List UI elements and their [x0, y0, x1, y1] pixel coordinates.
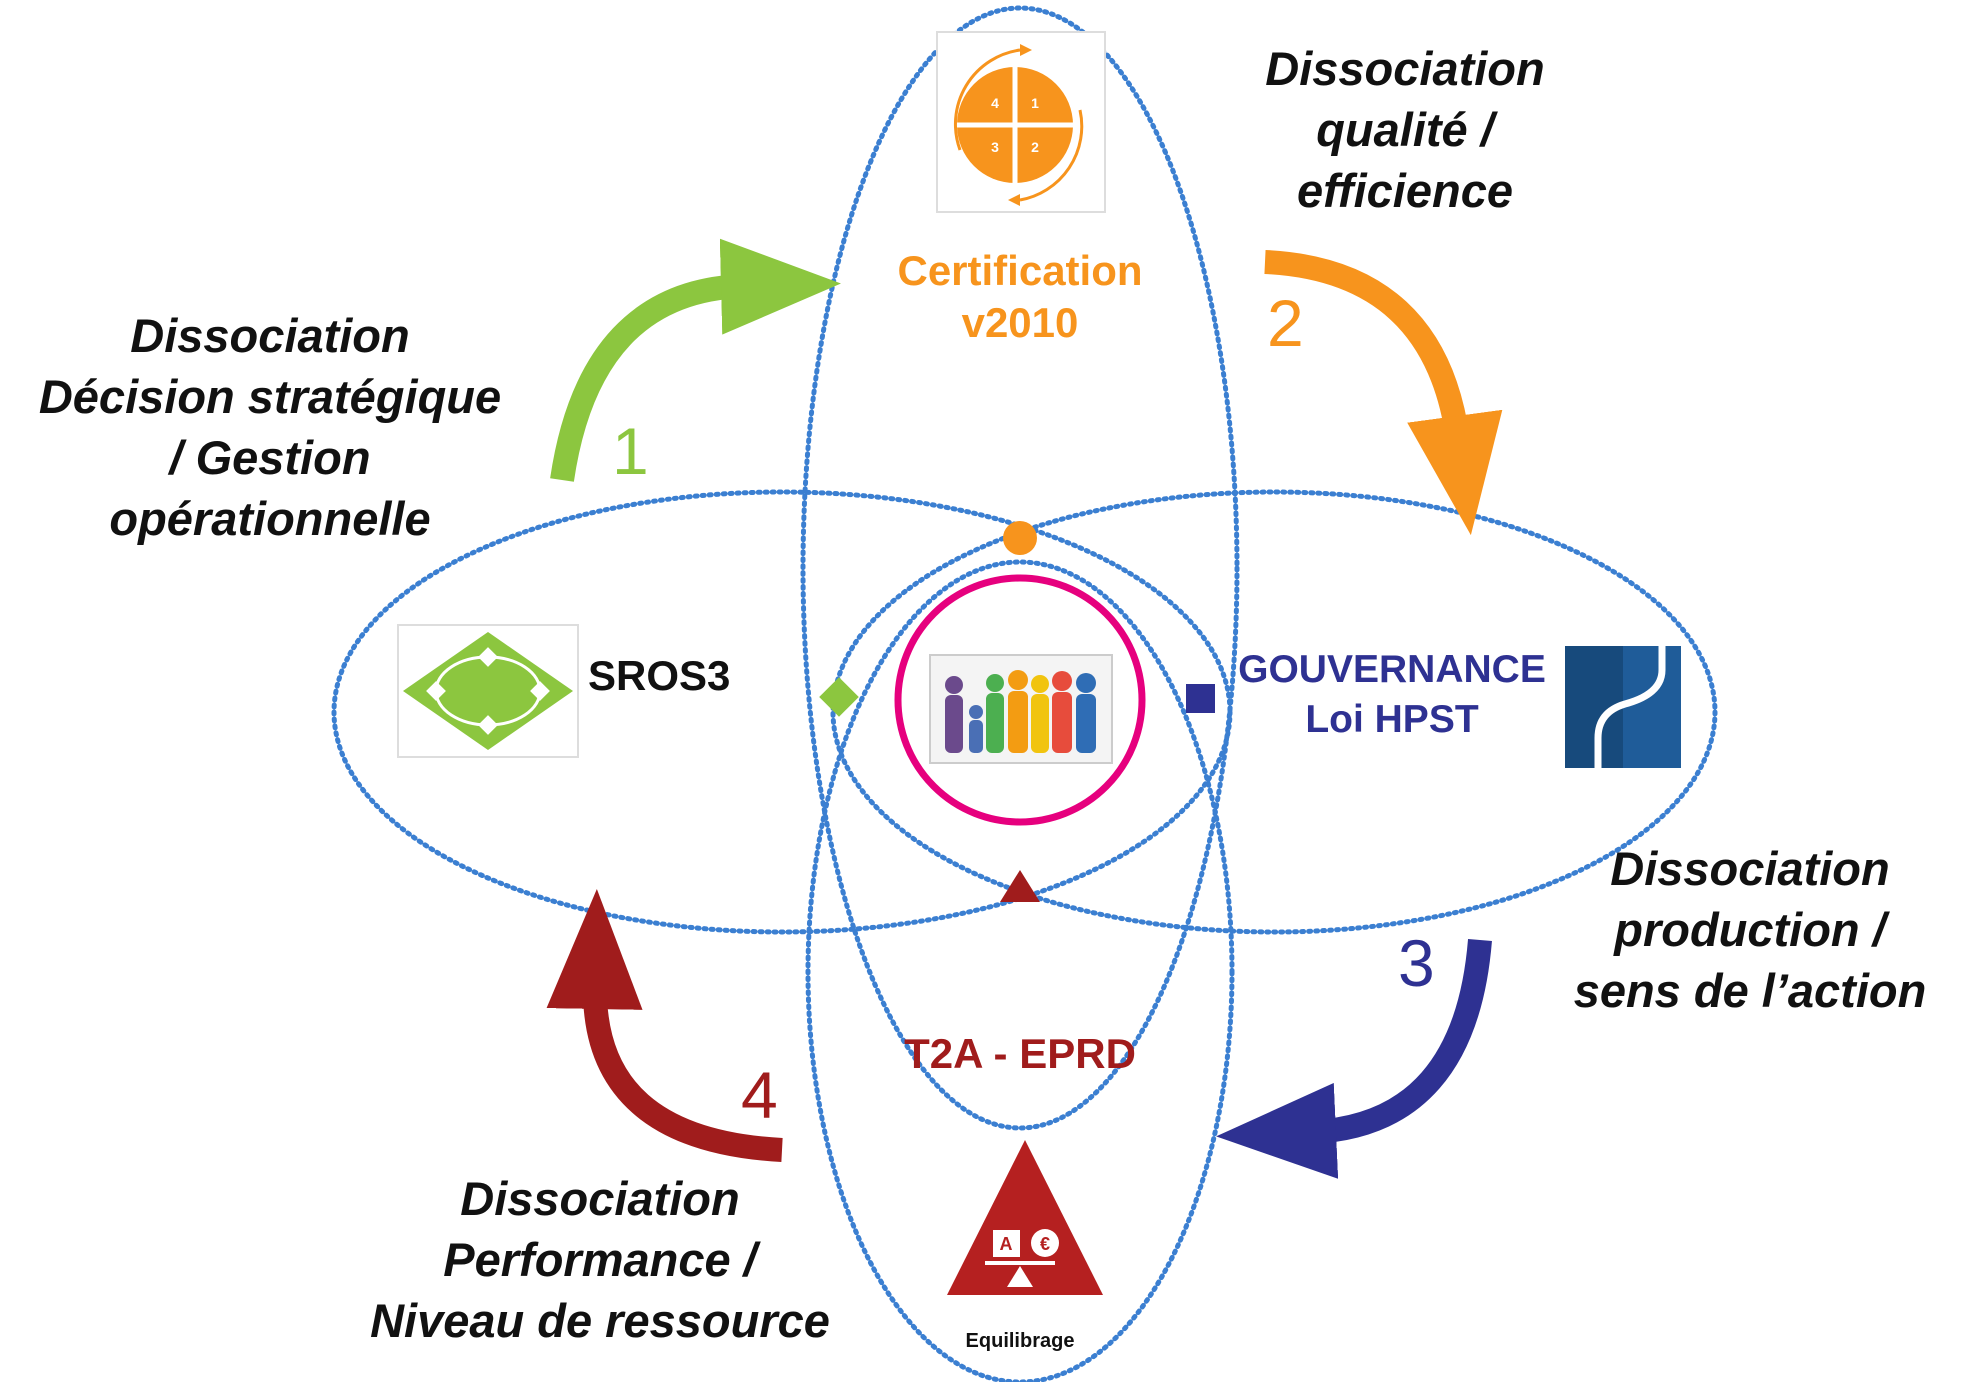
label-step-3-line-1: Dissociation — [1610, 842, 1890, 895]
step-number-1: 1 — [612, 414, 649, 488]
title-certification-line-1: Certification — [897, 247, 1143, 294]
circle-marker — [1003, 521, 1037, 555]
people-group-icon — [894, 574, 1146, 826]
label-step-2-line-1: Dissociation — [1265, 42, 1545, 95]
pdca-digit-1: 1 — [1031, 95, 1039, 111]
label-step-1-line-1: Dissociation — [130, 309, 410, 362]
diamond-marker — [819, 677, 859, 717]
label-step-4: Dissociation Performance / Niveau de res… — [305, 1168, 895, 1351]
label-step-3: Dissociation production / sens de l’acti… — [1530, 838, 1970, 1021]
ellipse-top — [800, 5, 1240, 1131]
title-gouvernance: GOUVERNANCE Loi HPST — [1222, 645, 1562, 745]
ellipse-right — [830, 489, 1718, 935]
label-step-1-line-4: opérationnelle — [109, 492, 431, 545]
pdca-digit-3: 3 — [991, 139, 999, 155]
title-gouvernance-line-2: Loi HPST — [1305, 698, 1479, 741]
pdca-cycle-icon: 4 1 3 2 — [936, 31, 1106, 213]
label-step-2-line-2: qualité / — [1316, 103, 1494, 156]
caption-equilibrage-text: Equilibrage — [965, 1330, 1075, 1352]
title-certification: Certification v2010 — [880, 245, 1160, 349]
triangle-marker — [1000, 870, 1040, 902]
label-step-1: Dissociation Décision stratégique / Gest… — [0, 305, 540, 549]
square-marker — [1186, 684, 1215, 713]
network-diamond-icon — [397, 624, 579, 758]
caption-equilibrage: Equilibrage — [935, 1328, 1105, 1354]
title-sros3-line-1: SROS3 — [588, 652, 731, 699]
title-t2a-eprd: T2A - EPRD — [880, 1028, 1160, 1080]
step-number-3: 3 — [1398, 926, 1435, 1000]
arrow-step-3 — [1216, 939, 1492, 1179]
balance-letter-euro: € — [1040, 1234, 1050, 1254]
label-step-4-line-2: Performance / — [443, 1233, 757, 1286]
arrow-step-4 — [546, 889, 783, 1162]
step-number-4: 4 — [741, 1058, 778, 1132]
label-step-3-line-3: sens de l’action — [1573, 964, 1927, 1017]
pdca-digit-2: 2 — [1031, 139, 1039, 155]
arrow-step-2 — [1264, 250, 1503, 536]
label-step-4-line-1: Dissociation — [460, 1172, 740, 1225]
ellipse-bottom — [805, 559, 1235, 1382]
ellipse-left — [331, 489, 1233, 935]
title-t2a-eprd-line-1: T2A - EPRD — [904, 1030, 1136, 1077]
title-gouvernance-line-1: GOUVERNANCE — [1238, 648, 1546, 691]
label-step-2-line-3: efficience — [1297, 164, 1513, 217]
label-step-3-line-2: production / — [1614, 903, 1886, 956]
label-step-2: Dissociation qualité / efficience — [1205, 38, 1605, 221]
pdca-digit-4: 4 — [991, 95, 999, 111]
title-sros3: SROS3 — [588, 650, 778, 702]
curve-logo-icon — [1565, 646, 1681, 768]
label-step-1-line-3: / Gestion — [169, 431, 371, 484]
arrow-step-1 — [550, 238, 841, 482]
label-step-1-line-2: Décision stratégique — [38, 370, 502, 423]
title-certification-line-2: v2010 — [961, 299, 1079, 346]
label-step-4-line-3: Niveau de ressource — [370, 1294, 830, 1347]
balance-letter-a: A — [1000, 1234, 1013, 1254]
step-number-2: 2 — [1267, 286, 1304, 360]
balance-triangle-icon: A € — [940, 1140, 1110, 1300]
